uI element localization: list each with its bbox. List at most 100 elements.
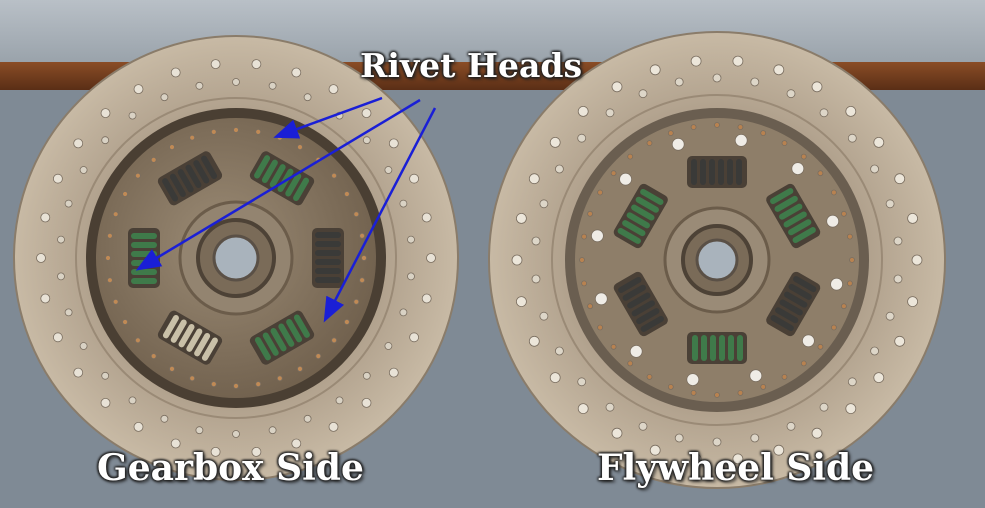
rivet-head xyxy=(554,164,564,174)
rivet-head xyxy=(674,433,684,443)
rivet-head xyxy=(847,133,857,143)
rivet-head xyxy=(189,134,196,141)
rivet-head xyxy=(353,298,360,305)
rivet-head xyxy=(79,166,88,174)
damper-spring xyxy=(766,271,821,337)
rivet-head xyxy=(362,136,371,145)
rivet-head xyxy=(101,371,110,380)
rivet-head xyxy=(907,213,919,224)
rivet-head xyxy=(750,77,760,87)
rivet-head xyxy=(233,383,239,389)
rivet-head xyxy=(255,128,262,135)
rivet-head xyxy=(291,438,302,449)
rivet-head xyxy=(638,89,648,99)
rivet-head xyxy=(344,191,350,197)
rivet-head xyxy=(577,403,589,415)
rivet-head xyxy=(690,389,697,396)
rivet-head xyxy=(52,173,63,184)
rivet-head xyxy=(619,172,632,186)
rivet-head xyxy=(251,446,262,457)
outer-rivets xyxy=(36,59,436,457)
rivet-head xyxy=(611,427,623,439)
rivet-head xyxy=(638,421,648,431)
rivet-head xyxy=(297,144,303,150)
rivet-head xyxy=(734,134,748,147)
rivet-head xyxy=(907,296,919,307)
rivet-head xyxy=(627,360,634,367)
rivet-head xyxy=(297,366,303,372)
rivet-head xyxy=(515,213,527,224)
rivet-head xyxy=(611,81,623,93)
rivet-head xyxy=(528,335,540,347)
rivet-head xyxy=(786,89,796,99)
rivet-head xyxy=(781,140,788,146)
rivet-head xyxy=(786,421,796,431)
rivet-head xyxy=(811,427,823,439)
damper-spring xyxy=(766,183,821,249)
rivet-head xyxy=(714,392,720,398)
rivet-head xyxy=(384,342,393,350)
rivet-head xyxy=(690,453,702,465)
rivet-head xyxy=(870,346,880,356)
rivet-head xyxy=(674,77,684,87)
damper-spring xyxy=(249,310,315,365)
rivet-head xyxy=(409,332,420,343)
rivet-head xyxy=(315,353,322,359)
rivet-head xyxy=(817,343,824,350)
rivet-head xyxy=(737,389,744,396)
rivet-head xyxy=(303,93,312,102)
rivet-head xyxy=(135,337,141,344)
rivet-head xyxy=(515,296,527,307)
rivet-head xyxy=(791,162,805,175)
rivet-arrows xyxy=(135,96,437,323)
rivet-head xyxy=(210,59,221,70)
rivet-head xyxy=(36,253,46,263)
rivet-head xyxy=(690,55,702,67)
rivet-head xyxy=(150,157,157,163)
rivet-head xyxy=(846,233,853,240)
rivet-head xyxy=(128,111,137,120)
rivet-head xyxy=(232,430,240,438)
rivet-head xyxy=(712,437,722,447)
rivet-head xyxy=(426,253,436,263)
splined-hub xyxy=(212,234,260,282)
rivet-head xyxy=(344,319,350,325)
gearbox-side-label: Gearbox Side xyxy=(97,447,364,489)
rivet-head xyxy=(52,332,63,343)
rivet-head xyxy=(749,369,763,383)
arrow-2 xyxy=(135,98,421,271)
damper-springs xyxy=(613,156,821,364)
rivet-head xyxy=(845,403,857,415)
rivet-head xyxy=(133,421,144,432)
inner-rivets xyxy=(105,127,367,389)
rivet-head xyxy=(732,55,744,67)
rivet-head xyxy=(331,172,337,179)
rivet-head xyxy=(388,367,399,378)
outer-rivets xyxy=(511,55,923,465)
rivet-head xyxy=(870,164,880,174)
rivet-head xyxy=(133,84,144,95)
rivet-head xyxy=(667,384,674,390)
rivet-head xyxy=(210,446,221,457)
rivet-head xyxy=(539,311,549,321)
rivet-head xyxy=(773,444,785,456)
rivet-head xyxy=(160,414,169,423)
rivet-head xyxy=(40,212,51,223)
rivet-head xyxy=(594,292,608,306)
rivet-head xyxy=(539,199,549,209)
rivet-head xyxy=(384,166,393,174)
rivet-head xyxy=(399,199,408,208)
rivet-head xyxy=(421,293,432,304)
rivet-head xyxy=(170,67,181,78)
rivet-head xyxy=(160,93,169,102)
rivet-head xyxy=(361,255,367,261)
rivet-head xyxy=(819,402,829,412)
arrow-1 xyxy=(273,96,383,139)
rivet-head xyxy=(605,108,615,118)
rivet-head xyxy=(800,153,807,160)
damper-spring xyxy=(157,310,223,365)
rivet-head xyxy=(686,373,700,386)
damper-spring xyxy=(249,151,315,206)
rivet-head xyxy=(73,138,84,149)
rivet-head xyxy=(531,236,541,246)
